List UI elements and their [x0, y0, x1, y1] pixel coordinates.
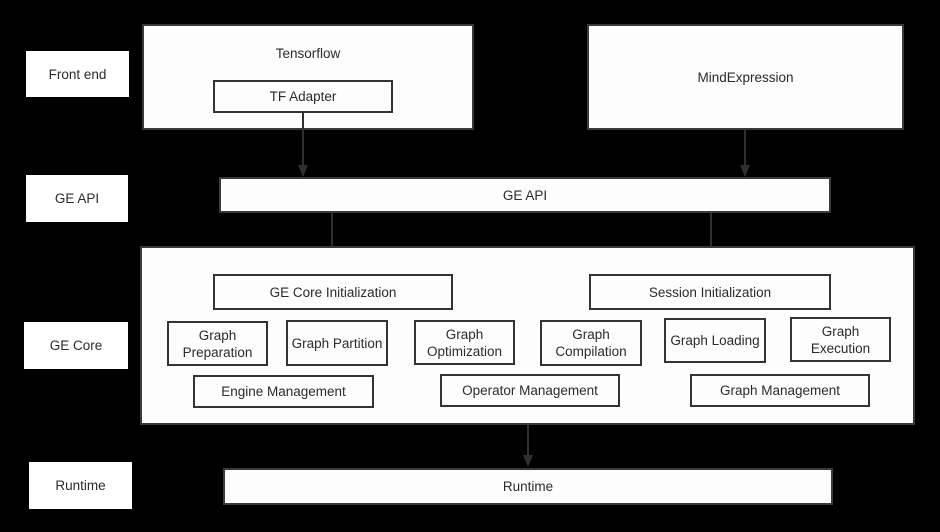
tf-adapter-box: TF Adapter	[213, 80, 393, 113]
graph-compilation-box: Graph Compilation	[540, 320, 642, 366]
graph-management-box: Graph Management	[690, 374, 870, 407]
graph-partition-box: Graph Partition	[286, 320, 388, 366]
arrow-tf-adapter-to-ge-api	[298, 113, 308, 177]
ge-core-container: GE Core Initialization Session Initializ…	[140, 246, 915, 425]
graph-optimization-box: Graph Optimization	[414, 320, 515, 365]
arrow-ge-core-to-runtime	[523, 425, 533, 467]
mindexpression-box: MindExpression	[587, 24, 904, 130]
row-label-ge-core: GE Core	[24, 322, 128, 369]
operator-management-box: Operator Management	[440, 374, 620, 407]
tensorflow-box: Tensorflow TF Adapter	[142, 24, 474, 130]
engine-management-box: Engine Management	[193, 375, 374, 408]
session-initialization-box: Session Initialization	[589, 274, 831, 310]
runtime-bar: Runtime	[223, 468, 833, 505]
row-label-front-end: Front end	[26, 51, 129, 97]
graph-loading-box: Graph Loading	[664, 318, 766, 363]
ge-api-bar: GE API	[219, 177, 831, 213]
graph-execution-box: Graph Execution	[790, 317, 891, 362]
arrow-mindexpression-to-ge-api	[740, 130, 750, 177]
ge-core-initialization-box: GE Core Initialization	[213, 274, 453, 310]
graph-preparation-box: Graph Preparation	[167, 321, 268, 366]
row-label-runtime: Runtime	[29, 462, 132, 509]
tensorflow-label: Tensorflow	[275, 46, 341, 61]
row-label-ge-api: GE API	[26, 175, 128, 222]
